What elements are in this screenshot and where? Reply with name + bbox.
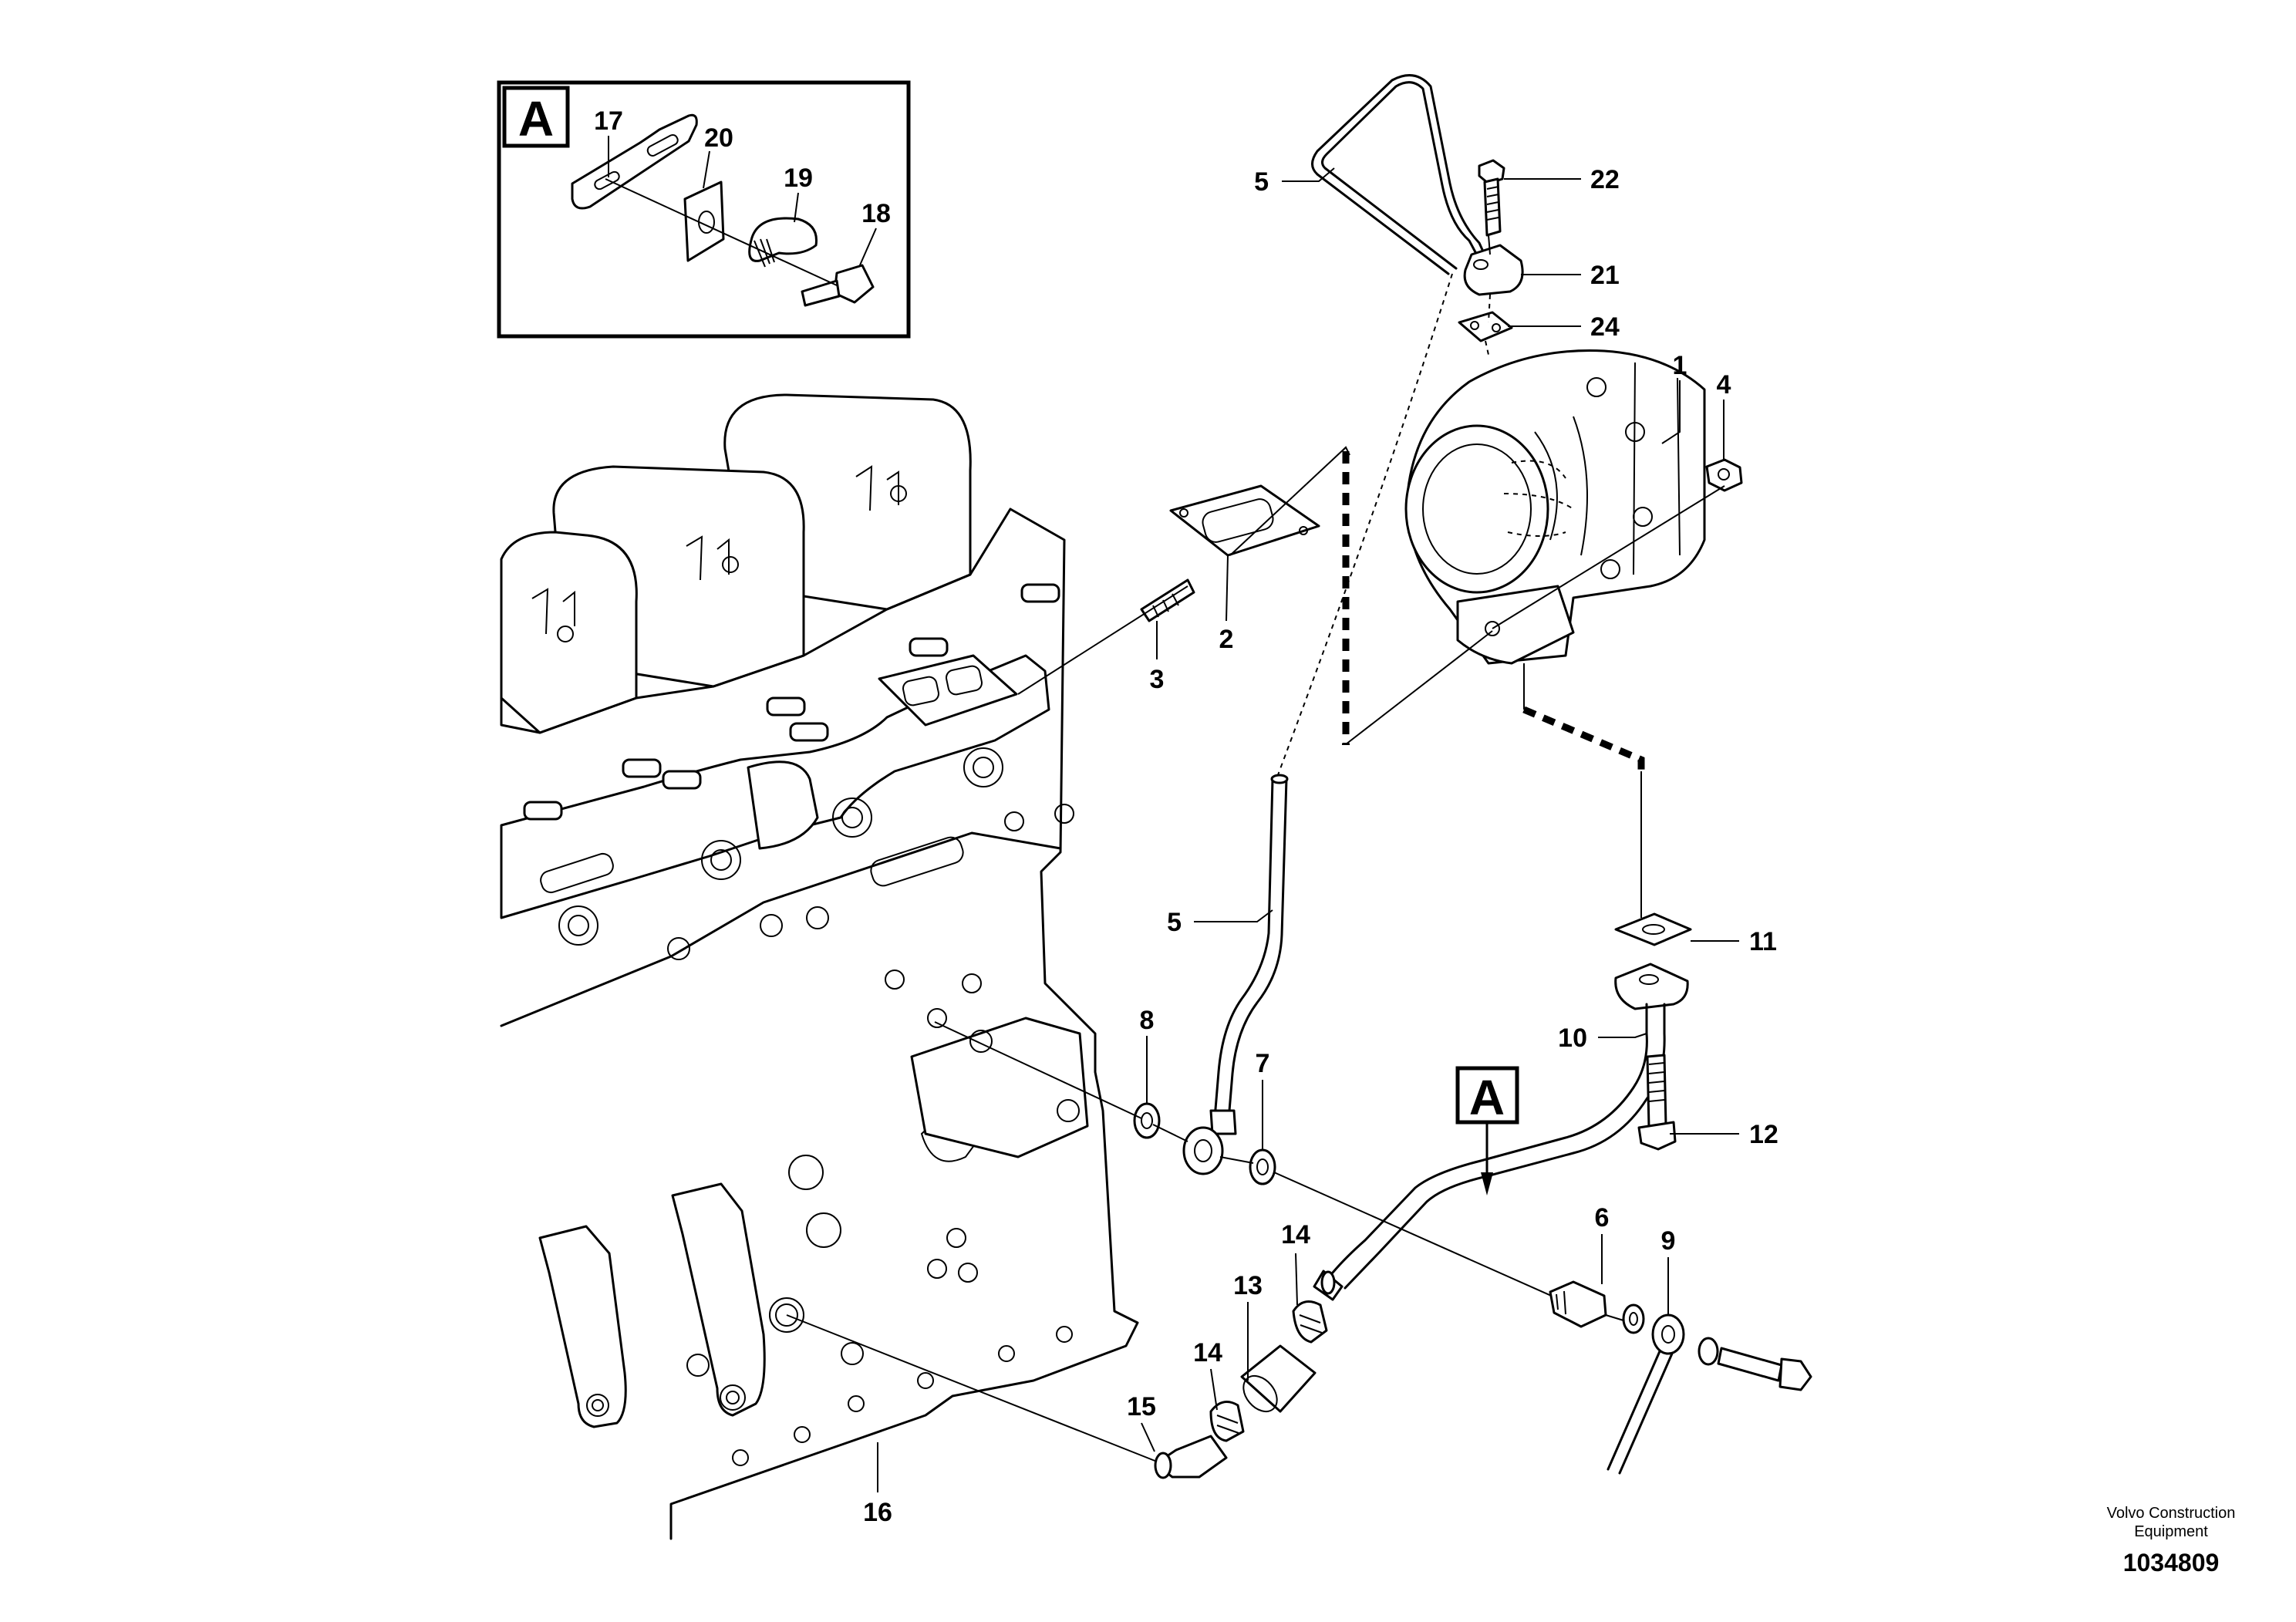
turbocharger-1 xyxy=(1404,349,1706,665)
gasket-11 xyxy=(1614,912,1692,946)
flange-21 xyxy=(1463,244,1524,296)
callout-4: 4 xyxy=(1717,370,1731,400)
detail-pointer-letter: A xyxy=(1469,1070,1505,1125)
callout-14-upper: 14 xyxy=(1281,1220,1310,1249)
callouts: 5 22 21 24 1 4 2 3 5 8 7 11 10 12 6 9 14 xyxy=(863,165,1778,1527)
oil-feed-pipe-5-lower xyxy=(1213,777,1274,1120)
manifold-flange xyxy=(878,654,1018,727)
banjo-9 xyxy=(1651,1313,1685,1355)
engine-block xyxy=(500,393,1139,1540)
bolt-9 xyxy=(1717,1347,1783,1382)
clamp-14-upper xyxy=(1292,1300,1328,1344)
block-mounting-pad xyxy=(910,1017,1089,1158)
spacer-20 xyxy=(683,180,725,262)
company-name: Volvo Construction Equipment xyxy=(2106,1505,2236,1540)
callout-21: 21 xyxy=(1590,261,1620,290)
callout-7: 7 xyxy=(1256,1049,1270,1078)
callout-11: 11 xyxy=(1749,927,1777,956)
oil-return-flange-10 xyxy=(1614,963,1689,1010)
detail-pointer-box xyxy=(1455,1066,1519,1125)
lifting-bracket-rear xyxy=(671,1182,766,1417)
document-number: 1034809 xyxy=(2122,1549,2220,1576)
label-17: 17 xyxy=(594,106,623,136)
connector-6 xyxy=(1549,1280,1607,1328)
label-19: 19 xyxy=(784,164,813,193)
callout-10: 10 xyxy=(1558,1023,1587,1053)
oil-return-pipe-10 xyxy=(1331,1003,1648,1274)
callout-15: 15 xyxy=(1127,1392,1156,1421)
detail-letter: A xyxy=(518,91,554,147)
credit-block: Volvo Construction Equipment 1034809 xyxy=(2094,1504,2248,1577)
callout-9: 9 xyxy=(1661,1226,1676,1256)
callout-14-lower: 14 xyxy=(1193,1338,1222,1367)
clamp-14-lower xyxy=(1209,1401,1245,1442)
label-18: 18 xyxy=(861,199,891,228)
callout-12: 12 xyxy=(1749,1120,1778,1149)
hose-13 xyxy=(1240,1344,1317,1413)
callout-1: 1 xyxy=(1673,351,1687,380)
gasket-24 xyxy=(1458,311,1513,342)
callout-6: 6 xyxy=(1595,1203,1610,1233)
callout-22: 22 xyxy=(1590,165,1620,194)
washer-7 xyxy=(1249,1148,1276,1185)
callout-3: 3 xyxy=(1150,665,1165,694)
gasket-2 xyxy=(1169,484,1320,557)
banjo-fitting-5 xyxy=(1182,1126,1224,1175)
callout-24: 24 xyxy=(1590,312,1620,342)
callout-16: 16 xyxy=(863,1498,892,1527)
valve-cover-front xyxy=(500,531,638,734)
callout-8: 8 xyxy=(1140,1006,1155,1035)
washer-6 xyxy=(1622,1303,1645,1334)
callout-5-upper: 5 xyxy=(1254,167,1269,197)
stud-3 xyxy=(1140,578,1195,622)
callout-5-lower: 5 xyxy=(1167,908,1182,937)
clamp-19 xyxy=(748,217,818,262)
washer-8 xyxy=(1133,1102,1161,1139)
detail-box-a: A 17 20 19 18 xyxy=(497,80,911,339)
lifting-bracket-front xyxy=(538,1225,627,1428)
callout-13: 13 xyxy=(1233,1271,1263,1300)
oil-feed-pipe-5-upper xyxy=(1321,81,1482,270)
label-20: 20 xyxy=(704,123,733,153)
fitting-15 xyxy=(1162,1435,1228,1479)
callout-2: 2 xyxy=(1219,625,1234,654)
